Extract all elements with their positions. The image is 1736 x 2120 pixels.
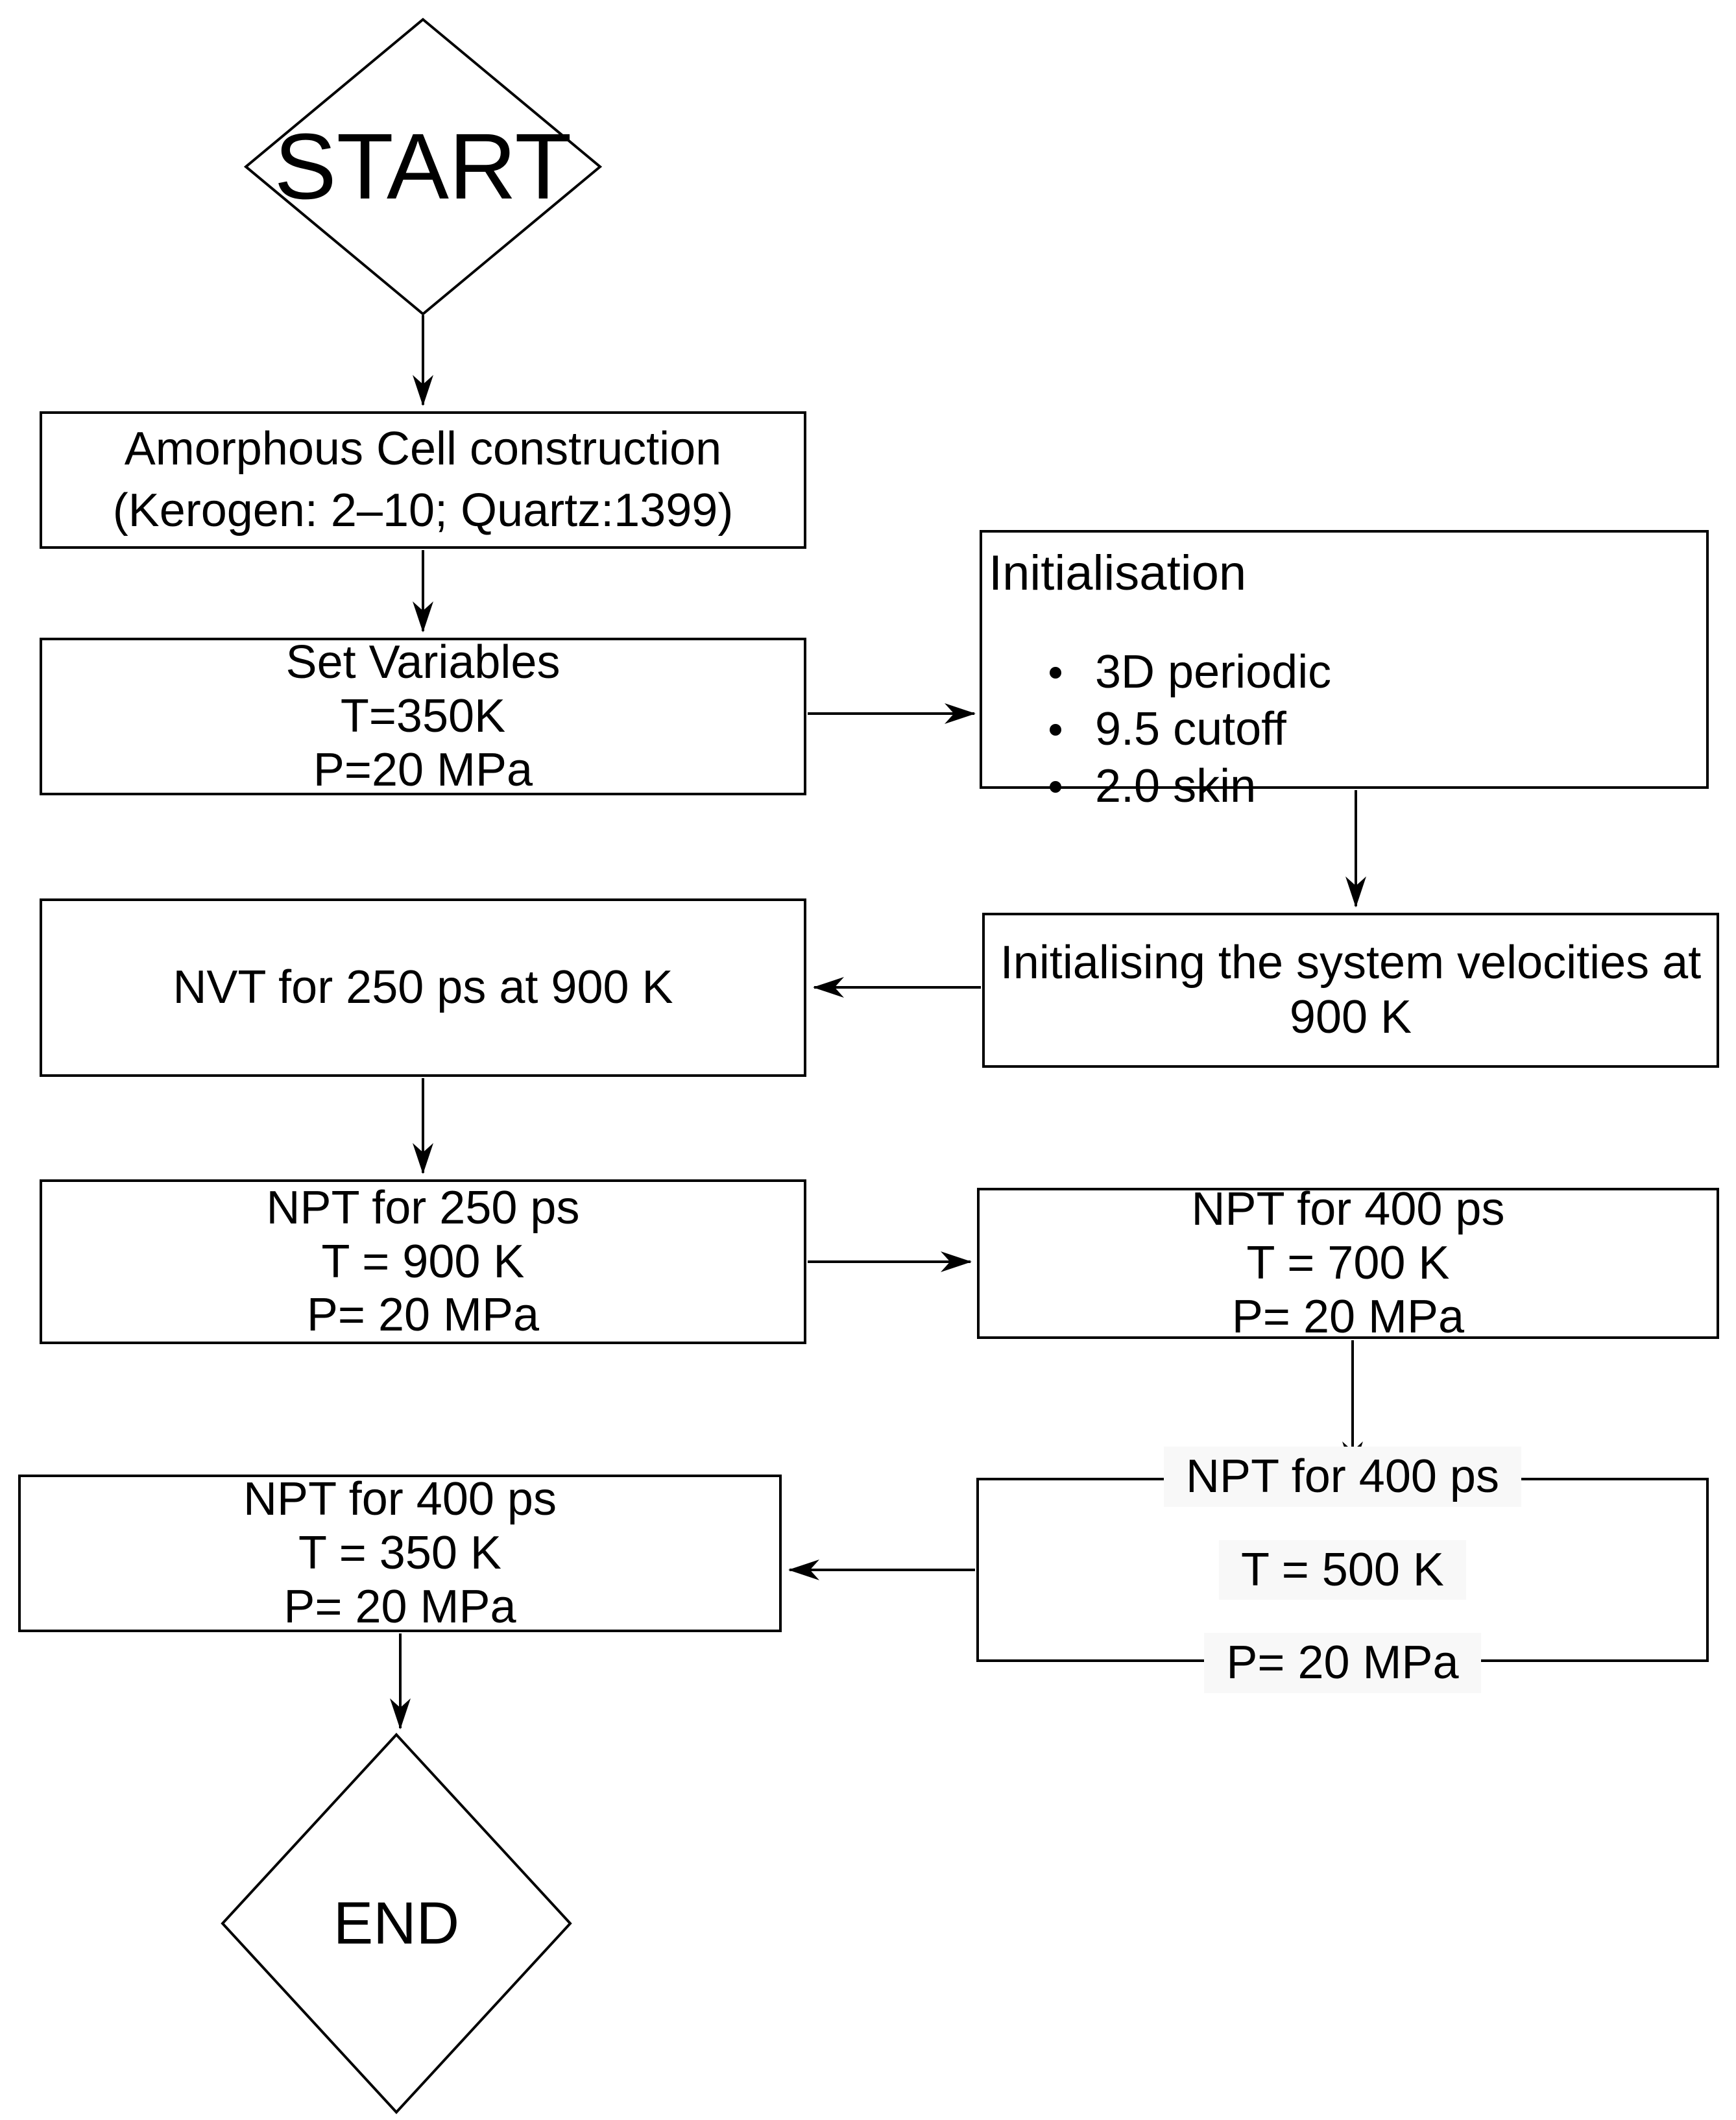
node-npt-350k-line-1: NPT for 400 ps xyxy=(243,1473,557,1526)
node-initialise-velocities-line-1: Initialising the system velocities at xyxy=(1000,936,1702,989)
node-npt-700k-line-3: P= 20 MPa xyxy=(1231,1290,1465,1343)
initialisation-bullet-list: 3D periodic 9.5 cutoff 2.0 skin xyxy=(982,644,1331,815)
list-item: 3D periodic xyxy=(1050,644,1331,701)
bullet-text: 2.0 skin xyxy=(1095,760,1257,813)
node-npt-500k-line-3: P= 20 MPa xyxy=(1204,1633,1481,1693)
node-initialisation-label: Initialisation xyxy=(989,546,1247,601)
end-terminator: END xyxy=(333,1890,460,1957)
node-npt-900k-line-2: T = 900 K xyxy=(321,1235,525,1288)
node-npt-900k-line-1: NPT for 250 ps xyxy=(266,1181,580,1234)
start-diamond-shape xyxy=(243,18,603,316)
node-set-variables-line-2: T=350K xyxy=(340,690,506,743)
node-npt-700k-line-1: NPT for 400 ps xyxy=(1191,1183,1505,1236)
node-initialise-velocities: Initialising the system velocities at 90… xyxy=(982,913,1719,1068)
start-terminator: START xyxy=(274,114,572,219)
node-npt-500k-line-2: T = 500 K xyxy=(1219,1539,1466,1600)
bullet-icon xyxy=(1050,666,1061,679)
node-npt-900k-line-3: P= 20 MPa xyxy=(306,1289,540,1342)
node-npt-350k-line-2: T = 350 K xyxy=(298,1527,501,1580)
bullet-icon xyxy=(1050,780,1061,793)
node-amorphous-cell: Amorphous Cell construction (Kerogen: 2–… xyxy=(40,411,806,549)
node-npt-500k: NPT for 400 ps T = 500 K P= 20 MPa xyxy=(976,1447,1709,1693)
node-npt-350k-line-3: P= 20 MPa xyxy=(283,1580,516,1633)
node-amorphous-line-2: (Kerogen: 2–10; Quartz:1399) xyxy=(112,485,734,536)
list-item: 2.0 skin xyxy=(1050,758,1331,815)
bullet-text: 3D periodic xyxy=(1095,646,1332,699)
node-set-variables: Set Variables T=350K P=20 MPa xyxy=(40,636,806,796)
node-npt-500k-line-1: NPT for 400 ps xyxy=(1164,1447,1521,1507)
node-set-variables-line-3: P=20 MPa xyxy=(313,743,533,796)
bullet-text: 9.5 cutoff xyxy=(1095,703,1286,756)
node-amorphous-line-1: Amorphous Cell construction xyxy=(124,422,722,475)
node-npt-900k: NPT for 250 ps T = 900 K P= 20 MPa xyxy=(40,1179,806,1344)
node-nvt: NVT for 250 ps at 900 K xyxy=(40,898,806,1077)
node-initialise-velocities-line-2: 900 K xyxy=(1289,991,1412,1043)
node-npt-350k: NPT for 400 ps T = 350 K P= 20 MPa xyxy=(18,1473,782,1633)
node-initialisation: Initialisation 3D periodic 9.5 cutoff 2.… xyxy=(980,530,1709,812)
node-nvt-line-1: NVT for 250 ps at 900 K xyxy=(173,961,673,1014)
node-set-variables-line-1: Set Variables xyxy=(285,636,561,689)
list-item: 9.5 cutoff xyxy=(1050,701,1331,758)
end-diamond-shape xyxy=(221,1733,572,2114)
node-npt-700k-line-2: T = 700 K xyxy=(1246,1237,1450,1290)
node-npt-700k: NPT for 400 ps T = 700 K P= 20 MPa xyxy=(977,1183,1719,1343)
bullet-icon xyxy=(1050,723,1061,736)
